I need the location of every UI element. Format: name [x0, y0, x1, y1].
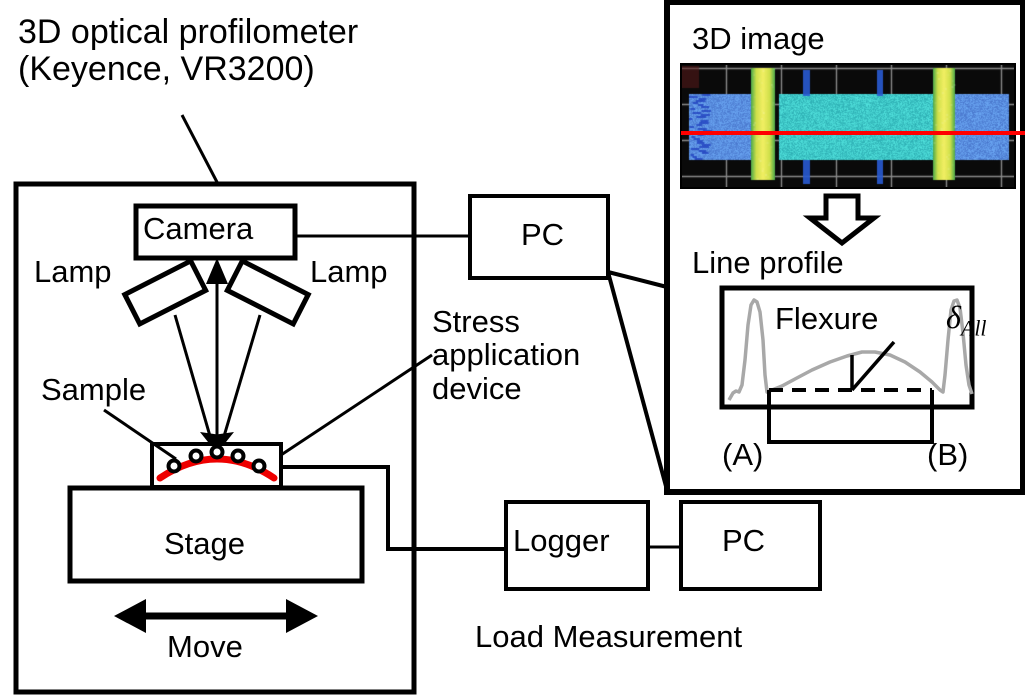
sample-leader-line — [104, 410, 176, 459]
3d-image-frame — [681, 64, 1015, 188]
optical-axis-arrowhead — [206, 258, 228, 284]
delta-glyph: δ — [946, 299, 961, 335]
move-arrow-head-left — [114, 599, 146, 633]
lamp-left-body — [125, 261, 206, 324]
roller-point — [191, 451, 202, 462]
camera-label: Camera — [143, 212, 253, 245]
delta-subscript: All — [961, 315, 987, 340]
3d-image-title: 3D image — [692, 22, 825, 55]
lamp-right-label: Lamp — [310, 255, 388, 288]
page-title-line2: (Keyence, VR3200) — [18, 50, 315, 88]
stress-application-device-label: Stressapplicationdevice — [432, 305, 580, 405]
marker-b-label: (B) — [927, 438, 968, 471]
marker-a-label: (A) — [722, 438, 763, 471]
lamp-right-body — [227, 261, 308, 324]
stress-device-leader-line — [281, 355, 432, 455]
panel-callout-line-upper — [608, 272, 667, 287]
move-arrow-head-right — [286, 599, 318, 633]
lamp-left-label: Lamp — [34, 255, 112, 288]
flexure-label: Flexure — [775, 302, 878, 335]
pc-top-label: PC — [521, 218, 564, 251]
stress-label-line1: Stress — [432, 304, 520, 339]
stress-label-line2: application — [432, 337, 580, 372]
move-label: Move — [167, 630, 243, 663]
title-leader-line — [182, 115, 218, 184]
page-title-line1: 3D optical profilometer — [18, 13, 358, 51]
down-arrow-icon — [810, 196, 874, 243]
load-measurement-label: Load Measurement — [475, 620, 742, 653]
panel-callout-line-lower — [608, 272, 667, 490]
sample-label: Sample — [41, 373, 146, 406]
logger-label: Logger — [513, 524, 610, 557]
roller-point — [212, 447, 223, 458]
line-profile-title: Line profile — [692, 246, 844, 279]
roller-point — [233, 451, 244, 462]
page-title: 3D optical profilometer(Keyence, VR3200) — [18, 14, 358, 87]
light-ray-left — [175, 315, 212, 443]
roller-point — [254, 461, 265, 472]
light-ray-right — [222, 315, 260, 443]
stress-label-line3: device — [432, 371, 522, 406]
pc-bottom-label: PC — [722, 524, 765, 557]
stage-label: Stage — [164, 527, 245, 560]
flexure-symbol: δAll — [946, 300, 987, 340]
roller-point — [169, 461, 180, 472]
